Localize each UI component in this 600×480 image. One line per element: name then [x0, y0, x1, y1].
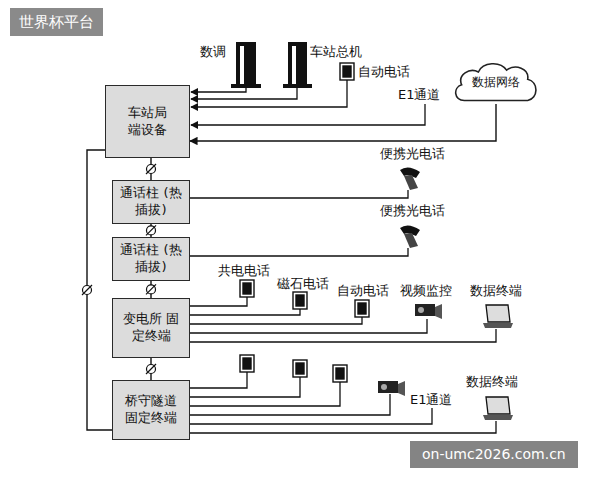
node-text: 通话柱 (热插拔) [117, 185, 185, 219]
watermark: on-umc2026.com.cn [410, 441, 578, 468]
substation-terminal-box: 变电所 固定终端 [112, 298, 190, 358]
phone-icons [240, 63, 369, 382]
device-label: 共电电话 [218, 263, 270, 279]
camera-icon [378, 304, 442, 396]
wire [190, 317, 362, 324]
call-post-box: 通话柱 (热插拔) [112, 180, 190, 224]
node-text: 桥守隧道 固定终端 [117, 393, 185, 427]
wire [191, 88, 246, 92]
station-equipment-box: 车站局端设备 [105, 85, 190, 158]
bridge-tunnel-terminal-box: 桥守隧道 固定终端 [112, 380, 190, 440]
device-label: 数据终端 [466, 374, 518, 390]
fiber-symbol [146, 364, 156, 374]
wire [191, 88, 297, 99]
wire [191, 80, 347, 107]
wire [190, 297, 247, 306]
node-text: 数据网络 [472, 75, 520, 91]
fiber-symbol [82, 285, 92, 295]
wire [190, 190, 408, 198]
watermark: 世界杯平台 [10, 8, 103, 36]
channel-label: E1通道 [398, 87, 441, 103]
wire [190, 382, 340, 406]
device-label: 自动电话 [337, 283, 389, 299]
device-label: 视频监控 [400, 283, 452, 299]
station-switch-icon [283, 42, 312, 88]
node-text: 通话柱 (热插拔) [117, 242, 185, 276]
connector [190, 104, 496, 141]
dispatch-console-icon [231, 42, 261, 88]
laptop-icon [483, 305, 513, 420]
wire [191, 104, 425, 125]
fiber-symbol [146, 284, 156, 294]
call-post-box: 通话柱 (热插拔) [112, 237, 190, 281]
fiber-symbol [146, 225, 156, 235]
data-network-cloud: 数据网络 [452, 60, 540, 106]
channel-label: E1通道 [410, 392, 453, 408]
device-label: 数据终端 [470, 283, 522, 299]
fiber-symbol [146, 164, 156, 174]
wire [190, 309, 300, 315]
node-text: 变电所 固定终端 [117, 311, 185, 345]
device-label: 自动电话 [358, 64, 410, 80]
wire [190, 421, 496, 433]
wire [190, 394, 390, 415]
wire [190, 377, 300, 397]
node-text: 车站局端设备 [124, 105, 171, 139]
wires [190, 80, 496, 433]
wire [190, 319, 427, 333]
wire [190, 248, 408, 256]
device-label: 磁石电话 [277, 276, 329, 292]
wire [190, 329, 496, 342]
device-label: 便携光电话 [380, 146, 445, 162]
device-label: 车站总机 [310, 44, 362, 60]
wire [190, 372, 247, 388]
device-label: 数调 [200, 44, 226, 60]
device-label: 便携光电话 [380, 203, 445, 219]
wire [190, 408, 432, 424]
